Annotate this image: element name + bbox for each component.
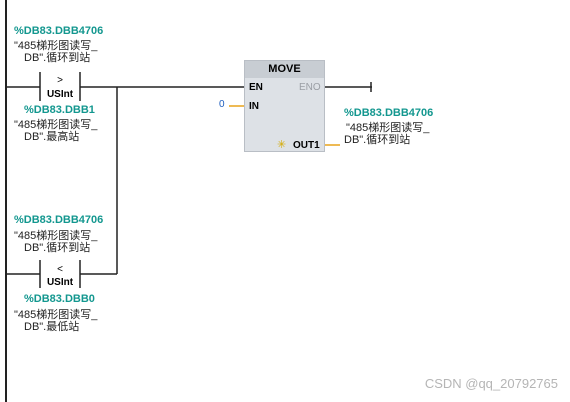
bottom-contact-address: %DB83.DBB4706 bbox=[14, 214, 104, 226]
bottom-contact-tag-line1: "485梯形图读写_ bbox=[14, 230, 98, 242]
bottom-contact-address2: %DB83.DBB0 bbox=[24, 293, 95, 305]
greater-than-contact[interactable] bbox=[39, 72, 81, 101]
bottom-contact-tag2-line1: "485梯形图读写_ bbox=[14, 309, 98, 321]
top-contact-operator: > bbox=[57, 75, 63, 86]
top-contact-type: USInt bbox=[46, 89, 74, 100]
top-contact-tag: "485梯形图读写_ DB".循环到站 bbox=[14, 40, 97, 64]
watermark: CSDN @qq_20792765 bbox=[424, 376, 558, 391]
out1-tag: "485梯形图读写_ DB".循环到站 bbox=[344, 122, 429, 146]
bottom-contact-tag-line2: DB".循环到站 bbox=[24, 242, 91, 254]
eno-pin[interactable]: ENO bbox=[299, 82, 321, 93]
out1-pin[interactable]: OUT1 bbox=[293, 140, 320, 151]
less-than-contact[interactable] bbox=[39, 260, 81, 288]
out1-address: %DB83.DBB4706 bbox=[344, 107, 434, 119]
top-contact-address: %DB83.DBB4706 bbox=[14, 25, 104, 37]
out1-tag-line1: "485梯形图读写_ bbox=[346, 122, 430, 134]
bottom-contact-type: USInt bbox=[46, 277, 74, 288]
top-contact-tag2: "485梯形图读写_ DB".最高站 bbox=[14, 119, 97, 143]
top-contact-tag-line1: "485梯形图读写_ bbox=[14, 40, 98, 52]
bottom-contact-tag: "485梯形图读写_ DB".循环到站 bbox=[14, 230, 97, 254]
move-block[interactable]: MOVE EN ENO IN OUT1 bbox=[244, 60, 325, 152]
in-pin[interactable]: IN bbox=[249, 101, 259, 112]
top-contact-tag-line2: DB".循环到站 bbox=[24, 52, 91, 64]
top-contact-tag2-line2: DB".最高站 bbox=[24, 131, 80, 143]
bottom-contact-tag2: "485梯形图读写_ DB".最低站 bbox=[14, 309, 97, 333]
star-icon: ✳ bbox=[277, 139, 287, 151]
bottom-contact-operator: < bbox=[57, 264, 63, 275]
in-constant[interactable]: 0 bbox=[219, 99, 225, 110]
move-block-title: MOVE bbox=[245, 61, 324, 78]
bottom-contact-tag2-line2: DB".最低站 bbox=[24, 321, 80, 333]
out1-tag-line2: DB".循环到站 bbox=[344, 134, 411, 146]
en-pin[interactable]: EN bbox=[249, 82, 263, 93]
top-contact-tag2-line1: "485梯形图读写_ bbox=[14, 119, 98, 131]
top-contact-address2: %DB83.DBB1 bbox=[24, 104, 95, 116]
